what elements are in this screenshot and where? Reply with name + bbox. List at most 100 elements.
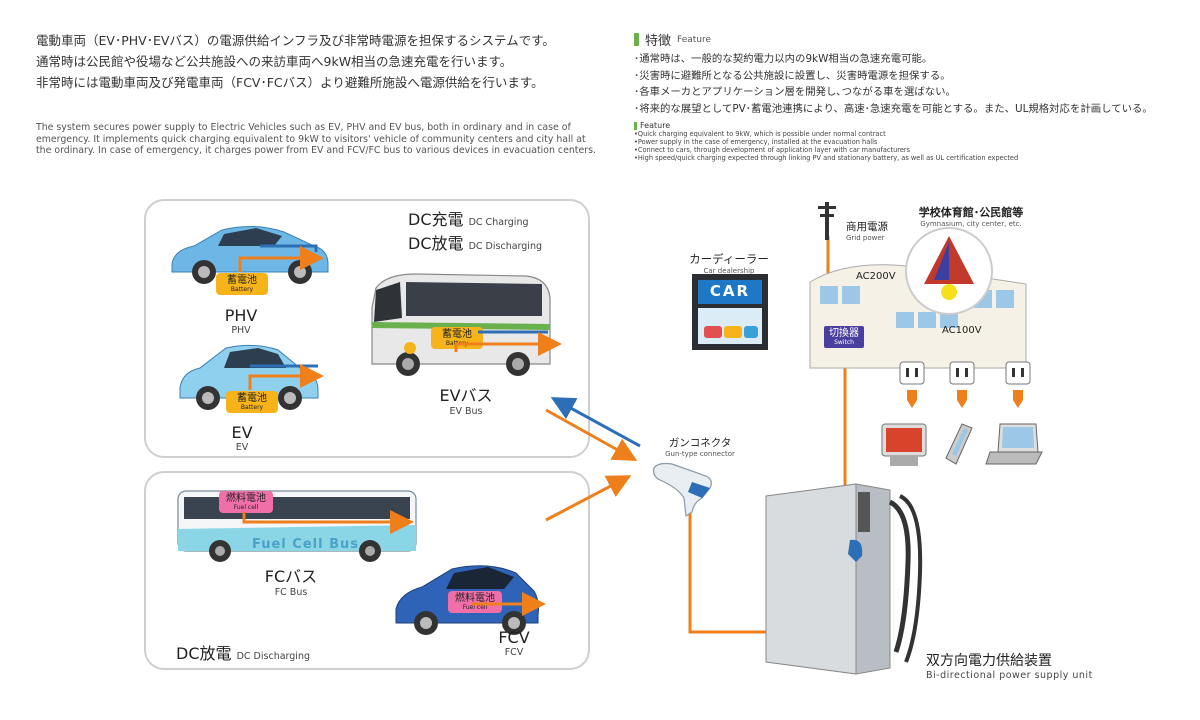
intro-jp-line: 電動車両（EV･PHV･EVバス）の電源供給インフラ及び非常時電源を担保するシス… [36, 33, 555, 48]
ev-bus-image [371, 273, 551, 376]
ev-label-block: EV EV [222, 423, 262, 453]
feature-jp-item: ･各車メーカとアプリケーション層を開発し､つながる車を選ばない。 [634, 86, 956, 98]
phv-label-block: PHV PHV [216, 306, 266, 336]
fcv-label: FCV [498, 628, 530, 647]
evbus-label-block: EVバス EV Bus [431, 382, 501, 417]
feature-en-block: Feature •Quick charging equivalent to 9k… [634, 121, 1018, 162]
unit-en: Bi-directional power supply unit [926, 670, 1093, 681]
ac200-label: AC200V [856, 271, 896, 282]
outlet-icon [899, 361, 925, 408]
dealer-sign: CAR [709, 282, 751, 300]
feature-jp-item: ･通常時は、一般的な契約電力以内の9kW相当の急速充電可能。 [634, 53, 933, 65]
feature-jp-heading: 特徴 [645, 34, 672, 49]
battery-label: 蓄電池 [237, 393, 267, 404]
fcbus-label: FCバス [264, 567, 318, 586]
connector-jp: ガンコネクタ [668, 437, 732, 449]
dc-charging-en: DC Charging [468, 217, 529, 228]
fuelcell-label: 燃料電池 [455, 593, 495, 604]
grid-jp: 商用電源 [846, 221, 888, 233]
discharge-arrow-top [545, 408, 638, 461]
laptop-icon [985, 423, 1043, 465]
unit-label: 双方向電力供給装置 Bi-directional power supply un… [926, 650, 1093, 681]
fuelcell-label: 燃料電池 [226, 493, 266, 504]
fcv-sub: FCV [504, 647, 524, 658]
fc-bus-side-text: Fuel Cell Bus [252, 537, 359, 552]
fcbus-sub: FC Bus [274, 587, 308, 598]
evbus-sub: EV Bus [449, 406, 483, 417]
ev-label: EV [231, 423, 253, 442]
battery-label: 蓄電池 [442, 329, 472, 340]
battery-label-en: Battery [230, 286, 254, 293]
gym-light-icon [905, 227, 993, 315]
phv-car-image [171, 226, 329, 284]
grid-en: Grid power [846, 234, 885, 242]
facility-en: Gymnasium, city center, etc. [920, 220, 1022, 228]
charge-arrow [550, 397, 641, 448]
power-unit-image [765, 483, 923, 675]
feature-en-item: •Power supply in the case of emergency, … [634, 138, 878, 147]
dc-discharging-jp: DC放電 [408, 234, 464, 253]
dc-charging-jp: DC充電 [408, 210, 464, 229]
grid-label: 商用電源 Grid power [846, 219, 888, 242]
intro-en: The system secures power supply to Elect… [36, 122, 596, 156]
ev-battery-tag: 蓄電池 Battery [226, 391, 278, 413]
outlets [899, 361, 1031, 408]
phv-label: PHV [224, 306, 258, 325]
green-bar-icon [634, 33, 639, 46]
dealer-en: Car dealership [703, 267, 755, 275]
battery-label-en: Battery [240, 404, 264, 411]
facility-jp: 学校体育館･公民館等 [918, 206, 1024, 219]
fcv-label-block: FCV FCV [492, 628, 536, 658]
phv-sub: PHV [231, 325, 251, 336]
feature-jp-block: 特徴 Feature ･通常時は、一般的な契約電力以内の9kW相当の急速充電可能… [634, 30, 1153, 117]
green-bar-icon [634, 121, 637, 130]
dc-discharging-bottom: DC放電 DC Discharging [176, 640, 310, 664]
intro-jp-line: 非常時には電動車両及び発電車両（FCV･FCバス）より避難所施設へ電源供給を行い… [36, 75, 544, 90]
feature-en-item: •High speed/quick charging expected thro… [634, 154, 1019, 163]
connector-en: Gun-type connector [665, 450, 735, 458]
dealer-icon [692, 274, 768, 350]
connector-label: ガンコネクタ Gun-type connector [656, 435, 744, 458]
intro-jp-line: 通常時は公民館や役場など公共施設への来訪車両へ9kW相当の急速充電を行います。 [36, 54, 513, 69]
devices [881, 423, 1043, 466]
phv-battery-tag: 蓄電池 Battery [216, 273, 268, 295]
feature-jp-title: 特徴 Feature [634, 30, 1153, 49]
fcbus-label-block: FCバス FC Bus [256, 563, 326, 598]
feature-en-item: •Quick charging equivalent to 9kW, which… [634, 130, 886, 138]
feature-jp-item: ･災害時に避難所となる公共施設に設置し、災害時電源を担保する。 [634, 69, 951, 82]
ev-arrows [248, 364, 324, 390]
dc-discharging-bottom-jp: DC放電 [176, 644, 232, 663]
dc-labels-top: DC充電 DC Charging DC放電 DC Discharging [408, 206, 542, 254]
feature-en-title: Feature [634, 121, 1018, 130]
switch-box: 切換器 Switch [824, 326, 864, 348]
fuelcell-label-en: Fuel cell [462, 604, 488, 611]
dc-discharging-bottom-en: DC Discharging [236, 651, 310, 662]
heater-icon [881, 423, 927, 466]
battery-label: 蓄電池 [227, 275, 257, 286]
fcbus-fuelcell-tag: 燃料電池 Fuel cell [219, 491, 273, 513]
feature-en-item: •Connect to cars, through development of… [634, 146, 911, 155]
switch-en: Switch [834, 339, 854, 346]
ev-sub: EV [235, 442, 249, 453]
connector-cable [688, 512, 770, 634]
utility-pole-icon [818, 202, 836, 240]
phone-icon [945, 423, 973, 465]
feature-jp-item: ･将来的な展望としてPV･蓄電池連携により、高速･急速充電を可能とする。また、U… [634, 102, 1153, 115]
outlet-icon [949, 361, 975, 408]
evbus-arrows [454, 330, 562, 356]
ac100-label: AC100V [942, 325, 982, 336]
unit-jp: 双方向電力供給装置 [926, 653, 1052, 669]
facility-label: 学校体育館･公民館等 Gymnasium, city center, etc. [906, 204, 1036, 228]
fuelcell-label-en: Fuel cell [233, 504, 259, 511]
gun-connector-icon [653, 462, 712, 518]
dealer-jp: カーディーラー [689, 252, 769, 266]
fcv-fuelcell-tag: 燃料電池 Fuel cell [448, 591, 502, 613]
discharge-arrow-bottom [545, 475, 632, 522]
switch-jp: 切換器 [829, 328, 859, 339]
evbus-label: EVバス [439, 386, 493, 405]
fcbus-arrows [242, 510, 414, 534]
dc-discharging-en: DC Discharging [468, 241, 542, 252]
ev-car-image [179, 344, 319, 410]
phv-arrows [238, 244, 324, 272]
feature-jp-heading-en: Feature [677, 34, 712, 45]
